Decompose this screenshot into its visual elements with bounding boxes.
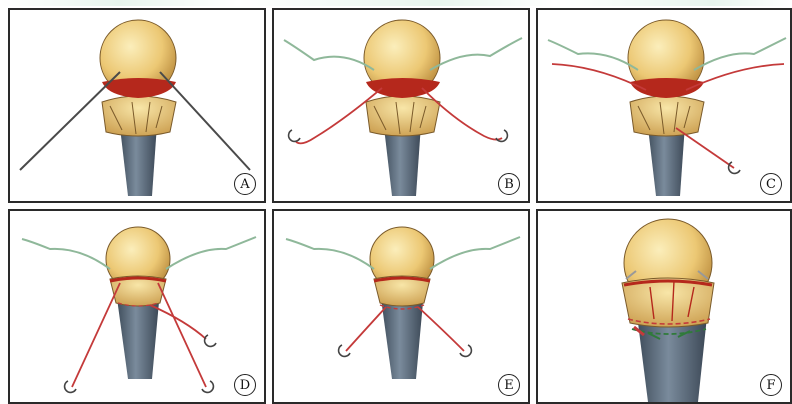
- panel-label-e: E: [498, 374, 520, 396]
- panel-e: E: [272, 209, 530, 404]
- suture-green-left: [284, 40, 374, 70]
- suture-red-lower: [676, 128, 734, 168]
- panel-label-f: F: [760, 374, 782, 396]
- panel-b-illustration: [274, 10, 528, 201]
- panel-f: F: [536, 209, 792, 404]
- suture-red-right: [418, 307, 464, 351]
- k-wire-right: [160, 72, 250, 170]
- panel-f-illustration: [538, 211, 790, 402]
- top-decorative-strip: [0, 0, 792, 6]
- needle-hook: [205, 335, 216, 346]
- panel-c-illustration: [538, 10, 790, 201]
- panel-label-c: C: [760, 173, 782, 195]
- panel-d-illustration: [10, 211, 264, 402]
- fracture-line: [102, 78, 176, 98]
- needle-hook: [729, 162, 740, 173]
- panel-label-d: D: [234, 374, 256, 396]
- panel-label-b: B: [498, 173, 520, 195]
- suture-red-left: [346, 307, 386, 351]
- suture-green-left: [286, 239, 374, 269]
- needle-hook: [460, 345, 471, 356]
- suture-green-right: [430, 38, 522, 70]
- suture-red-left: [72, 283, 120, 387]
- panel-e-illustration: [274, 211, 528, 402]
- panel-c: C: [536, 8, 792, 203]
- suture-green-right: [166, 237, 256, 269]
- panel-a: A: [8, 8, 266, 203]
- tuberosity-fragments: [630, 96, 704, 136]
- suture-red-right: [158, 283, 206, 387]
- needle-hook: [496, 130, 507, 141]
- panel-b: B: [272, 8, 530, 203]
- suture-green-left: [22, 239, 110, 269]
- needle-hook: [289, 130, 300, 141]
- needle-hook: [339, 345, 350, 356]
- tuberosity-fragments: [366, 96, 440, 136]
- suture-green-right: [430, 237, 520, 269]
- panel-d: D: [8, 209, 266, 404]
- tuberosity-fragments: [102, 96, 176, 136]
- reduced-fragments: [622, 278, 714, 327]
- panel-label-a: A: [234, 173, 256, 195]
- panel-a-illustration: [10, 10, 264, 201]
